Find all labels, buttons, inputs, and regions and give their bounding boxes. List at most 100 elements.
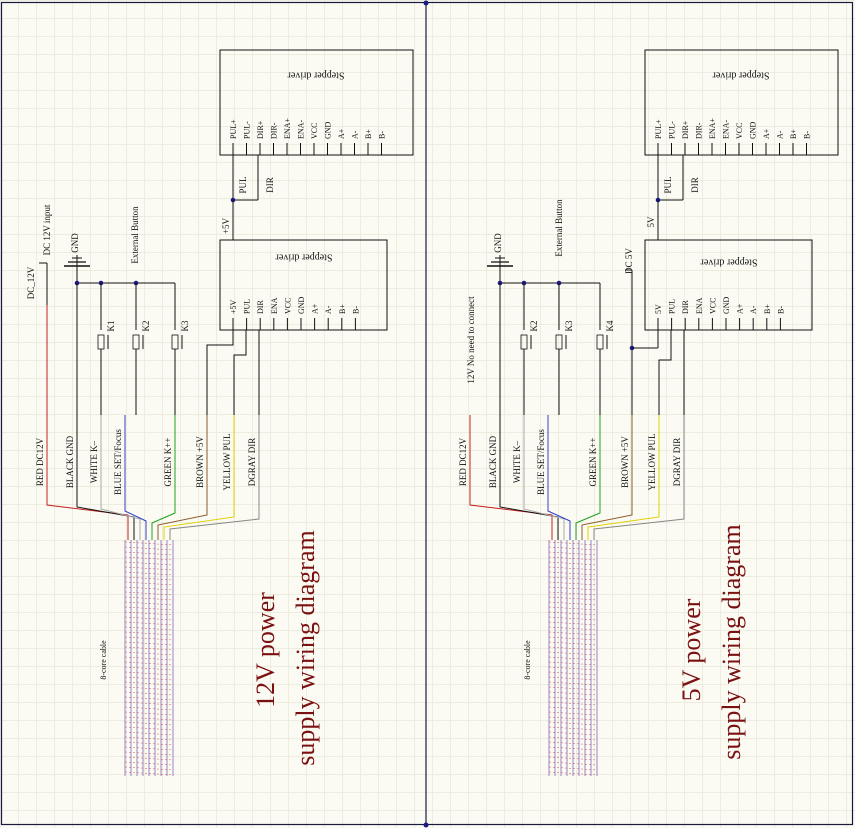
wire-label: YELLOW PUL <box>647 433 657 490</box>
label-button: External Button <box>130 206 140 264</box>
cable-hatch <box>548 596 598 601</box>
wire-lead <box>76 415 135 540</box>
pin-label: DIR- <box>695 122 704 139</box>
pin-label: PUL- <box>243 121 252 139</box>
cable-hatch <box>548 601 598 606</box>
wire-label: BLUE SET/Focus <box>536 429 546 495</box>
pin-label: DIR+ <box>681 120 690 139</box>
wire-lead <box>469 415 553 540</box>
cable-hatch <box>124 676 174 681</box>
wire-label: BLACK GND <box>65 435 75 488</box>
wire-lead <box>151 415 176 540</box>
cable-hatch <box>548 611 598 616</box>
cable-hatch <box>548 641 598 646</box>
cable-hatch <box>124 671 174 676</box>
wire-label: WHITE K– <box>89 440 99 483</box>
switch-label: K3 <box>564 320 574 331</box>
wire-brown <box>206 330 234 415</box>
wire-yellow <box>658 330 672 415</box>
cable-hatch <box>124 551 174 556</box>
cable-hatch <box>548 711 598 716</box>
wire-label: GREEN K++ <box>163 438 173 487</box>
cable-hatch <box>124 596 174 601</box>
label-5v: +5V <box>221 217 231 234</box>
pin-label: A- <box>324 305 333 314</box>
pin-label: PUL+ <box>654 119 663 139</box>
cable-hatch <box>548 671 598 676</box>
cable-label: 8-core cable <box>99 640 108 680</box>
pin-label: PUL <box>243 299 252 314</box>
divider-junction-top <box>423 0 429 6</box>
cable-hatch <box>548 571 598 576</box>
cable-hatch <box>548 761 598 766</box>
wire-label: RED DC12V <box>35 437 45 486</box>
cable-hatch <box>124 751 174 756</box>
cable-hatch <box>124 606 174 611</box>
pin-label: ENA- <box>297 120 306 139</box>
pin-label: GND <box>722 296 731 314</box>
cable-hatch <box>124 541 174 546</box>
switch-label: K2 <box>141 321 151 332</box>
pin-label: PUL <box>668 299 677 314</box>
wire-yellow <box>233 330 247 415</box>
ground-symbol <box>64 255 90 283</box>
cable-hatch <box>548 716 598 721</box>
cable-hatch <box>124 616 174 621</box>
cable-hatch <box>124 646 174 651</box>
pin-label: ENA- <box>722 120 731 139</box>
label-note: 12V No need to connect <box>466 296 476 384</box>
wire-lead <box>547 415 571 540</box>
wire-label: BROWN +5V <box>620 436 630 488</box>
pin-label: B+ <box>338 304 347 314</box>
pin-label: 5V <box>654 304 663 314</box>
cable-hatch <box>548 561 598 566</box>
pin-label: GND <box>749 121 758 139</box>
cable-hatch <box>124 546 174 551</box>
pin-label: VCC <box>310 123 319 139</box>
cable-hatch <box>548 551 598 556</box>
pin-label: A- <box>776 130 785 139</box>
pin-label: ENA+ <box>283 118 292 139</box>
cable-hatch <box>548 541 598 546</box>
driver-box <box>644 49 839 156</box>
wire-lead <box>169 415 260 540</box>
pin-label: VCC <box>708 298 717 314</box>
cable-hatch <box>548 756 598 761</box>
cable-hatch <box>124 566 174 571</box>
wire-label: BLUE SET/Focus <box>113 429 123 495</box>
title-line-1: 5V power <box>677 598 706 701</box>
wire-label: BLACK GND <box>488 435 498 488</box>
cable-hatch <box>124 586 174 591</box>
top-stepper-driver: Stepper driver PUL+PUL-DIR+DIR-ENA+ENA-V… <box>644 49 839 156</box>
cable-hatch <box>124 691 174 696</box>
pin-label: ENA+ <box>708 118 717 139</box>
driver-title: Stepper driver <box>700 257 758 268</box>
wire-lead <box>46 415 129 540</box>
cable-hatch <box>124 631 174 636</box>
cable-hatch <box>548 591 598 596</box>
cable-hatch <box>548 731 598 736</box>
label-pul: PUL <box>663 176 673 193</box>
pin-label: GND <box>297 296 306 314</box>
cable-hatch <box>548 576 598 581</box>
panel-5v: Stepper driver PUL+PUL-DIR+DIR-ENA+ENA-V… <box>458 49 839 776</box>
cable-hatch <box>548 666 598 671</box>
cable-hatch <box>548 631 598 636</box>
driver-title: Stepper driver <box>712 70 770 81</box>
cable-hatch <box>124 696 174 701</box>
pin-label: A- <box>351 130 360 139</box>
cable-hatch <box>124 736 174 741</box>
pin-label: B+ <box>763 304 772 314</box>
pin-label: B- <box>803 131 812 139</box>
title-line-2: supply wiring diagram <box>291 530 320 765</box>
wire-lead <box>575 415 601 540</box>
pin-label: PUL+ <box>229 119 238 139</box>
title-line-2: supply wiring diagram <box>717 524 746 759</box>
cable-hatch <box>548 646 598 651</box>
